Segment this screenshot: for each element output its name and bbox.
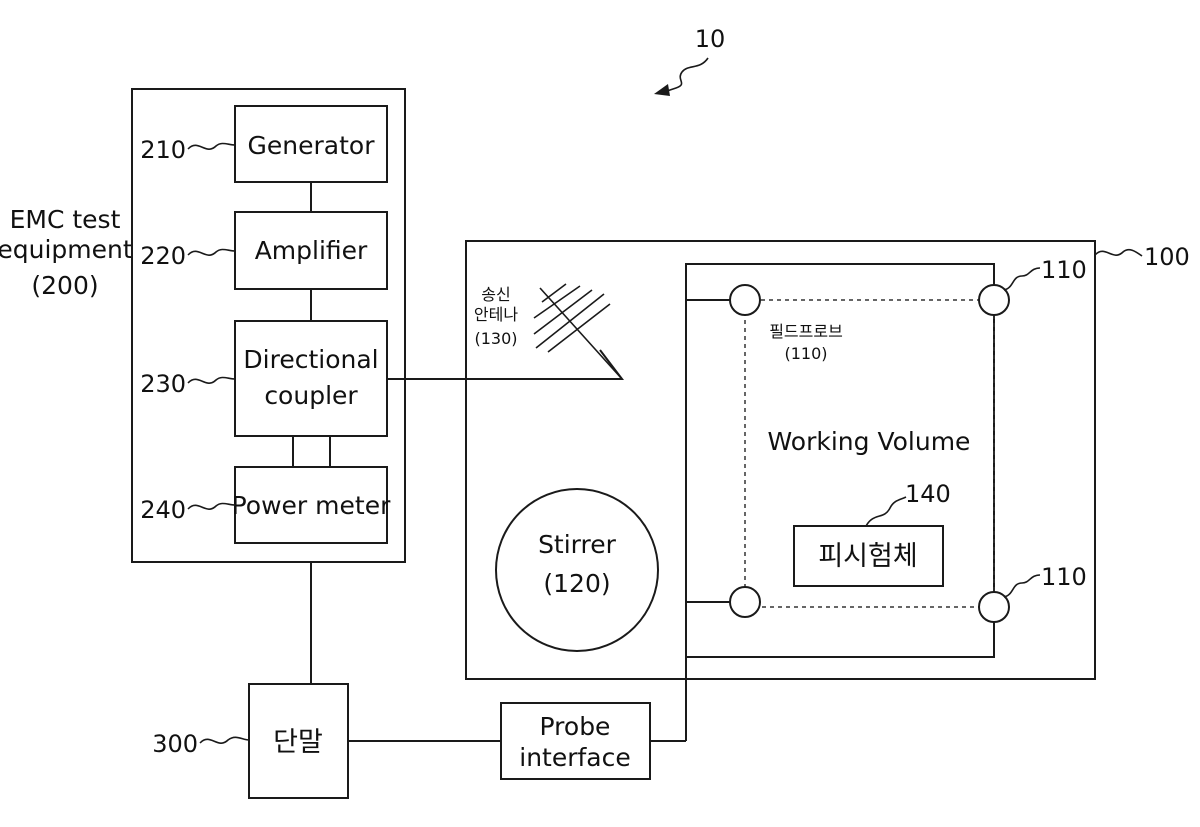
probe-interface-block: Probe interface: [501, 703, 650, 779]
generator-ref: 210: [140, 136, 186, 164]
probe-ref-top: 110: [1041, 256, 1087, 284]
generator-block: Generator: [235, 106, 387, 182]
field-probe-top-left: [730, 285, 760, 315]
antenna-label-line3: (130): [474, 329, 517, 348]
amplifier-ref: 220: [140, 242, 186, 270]
amplifier-label: Amplifier: [255, 236, 368, 265]
stirrer-label-line1: Stirrer: [538, 530, 617, 559]
power-meter-block: Power meter: [232, 467, 391, 543]
figure-ref-arrow-line: [664, 58, 708, 92]
probe-interface-line1: Probe: [540, 712, 611, 741]
field-probe-bottom-left: [730, 587, 760, 617]
generator-label: Generator: [248, 131, 376, 160]
figure-ref-label: 10: [695, 25, 726, 53]
power-meter-ref: 240: [140, 496, 186, 524]
eut-block: 피시험체: [794, 526, 943, 586]
antenna-label-line1: 송신: [481, 285, 510, 304]
field-probe-label-line1: 필드프로브: [769, 322, 843, 341]
equipment-title-line3: (200): [31, 271, 98, 300]
chamber-leader: [1095, 250, 1142, 256]
equipment-title-line2: equipment: [0, 235, 133, 264]
terminal-label: 단말: [273, 727, 323, 758]
figure-ref-arrowhead: [654, 84, 670, 96]
eut-ref: 140: [905, 480, 951, 508]
coupler-label-line2: coupler: [264, 381, 358, 410]
terminal-ref: 300: [152, 730, 198, 758]
coupler-label-line1: Directional: [243, 345, 378, 374]
coupler-ref: 230: [140, 370, 186, 398]
stirrer-label-line2: (120): [543, 569, 610, 598]
working-volume-label: Working Volume: [768, 427, 971, 456]
field-probe-label-line2: (110): [784, 344, 827, 363]
chamber-ref: 100: [1144, 243, 1190, 271]
probe-interface-line2: interface: [519, 743, 631, 772]
power-meter-label: Power meter: [232, 491, 391, 520]
terminal-leader: [200, 737, 249, 743]
amplifier-block: Amplifier: [235, 212, 387, 289]
eut-label: 피시험체: [818, 541, 917, 572]
probe-ref-bottom: 110: [1041, 563, 1087, 591]
stirrer: Stirrer (120): [496, 489, 658, 651]
equipment-title-line1: EMC test: [10, 205, 121, 234]
antenna-label-line2: 안테나: [474, 305, 518, 324]
terminal-block: 단말: [249, 684, 348, 798]
directional-coupler-block: Directional coupler: [235, 321, 387, 436]
